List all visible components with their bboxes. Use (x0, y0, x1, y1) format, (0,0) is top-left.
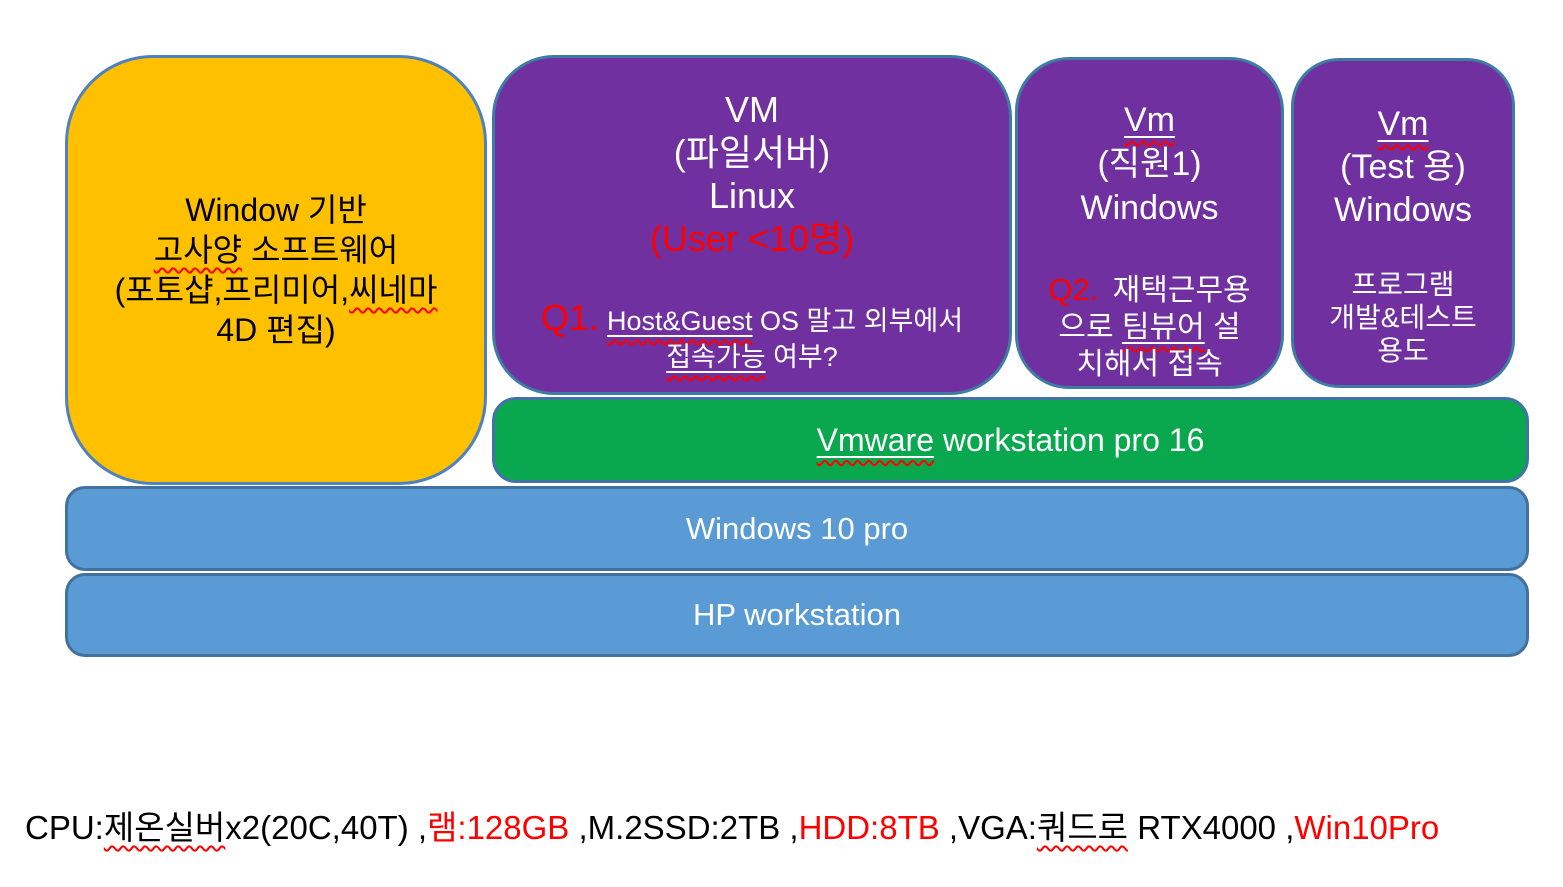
misspelled-word: Vmware (817, 422, 934, 458)
question-text: 여부? (765, 342, 838, 372)
app-text: 소프트웨어 (242, 232, 399, 268)
vm2-question-line-2: 으로 팀뷰어 설 (1018, 309, 1281, 346)
vm3-subtitle: (Test 용) (1294, 146, 1512, 189)
user-count-note: (User <10명) (649, 218, 855, 259)
vm1-question-block: Q1. Host&Guest OS 말고 외부에서 접속가능 여부? (495, 300, 1009, 375)
vm2-title: Vm (1018, 98, 1281, 142)
app-line-4: 4D 편집) (68, 310, 484, 350)
app-requirements-box: Window 기반 고사양 소프트웨어 (포토샵,프리미어,씨네마 4D 편집) (65, 55, 487, 485)
underlined-word: Vmware (816, 421, 934, 458)
spec-text: CPU: (25, 809, 104, 846)
spec-text: x2(20C,40T) , (225, 809, 428, 846)
vmware-workstation-bar: Vmware workstation pro 16 (492, 397, 1529, 483)
misspelled-word: 씨네마 (349, 272, 438, 308)
spec-highlight-ram: 램:128GB (427, 809, 570, 846)
vm1-name: VM (725, 89, 779, 130)
hardware-spec-line: CPU:제온실버x2(20C,40T) ,램:128GB ,M.2SSD:2TB… (25, 803, 1555, 853)
app-line-3: (포토샵,프리미어,씨네마 (68, 270, 484, 310)
question-label: Q1. (540, 297, 599, 338)
app-line-1: Window 기반 (68, 190, 484, 230)
vm-test-box: Vm (Test 용) Windows 프로그램 개발&테스트 용도 (1291, 58, 1515, 388)
vm2-question-block: Q2. 재택근무용 으로 팀뷰어 설 치해서 접속 (1018, 272, 1281, 383)
app-text: 4D 편집) (216, 312, 336, 348)
desc-text: 프로그램 (1351, 269, 1455, 300)
misspelled-word: 팀뷰어 (1122, 311, 1205, 344)
vm1-os: Linux (495, 174, 1009, 217)
underlined-word: 팀뷰어 (1121, 311, 1205, 344)
vm3-title: Vm (1294, 103, 1512, 146)
underlined-word: 접속가능 (666, 342, 766, 372)
vm1-os-name: Linux (708, 175, 796, 216)
vm1-question-line-1: Q1. Host&Guest OS 말고 외부에서 (495, 300, 1009, 339)
vm3-os-name: Windows (1334, 191, 1472, 229)
vm3-desc-line-3: 용도 (1294, 334, 1512, 367)
vm1-subtitle: (파일서버) (495, 131, 1009, 174)
spec-highlight-os: Win10Pro (1294, 809, 1440, 846)
vm2-role: (직원1) (1097, 145, 1202, 183)
vm2-os-name: Windows (1080, 189, 1219, 227)
vm3-name: Vm (1377, 105, 1429, 143)
vm1-title: VM (495, 88, 1009, 131)
misspelled-word: Vm (1378, 105, 1429, 143)
vm-fileserver-box: VM (파일서버) Linux (User <10명) Q1. Host&Gues… (492, 55, 1012, 395)
app-text: (포토샵,프리미어, (114, 272, 350, 308)
app-line-2: 고사양 소프트웨어 (68, 230, 484, 270)
misspelled-word: Host&Guest (607, 306, 753, 336)
vmware-label: Vmware workstation pro 16 (817, 422, 1205, 459)
vm3-desc-line-2: 개발&테스트 (1294, 301, 1512, 334)
misspelled-word: 쿼드로 (1036, 809, 1129, 846)
windows-os-label: Windows 10 pro (685, 510, 909, 546)
vmware-label-rest: workstation pro 16 (934, 421, 1205, 458)
vm1-role: (파일서버) (673, 132, 831, 173)
vm3-description-block: 프로그램 개발&테스트 용도 (1294, 268, 1512, 367)
question-text: OS 말고 외부에서 (752, 306, 964, 336)
misspelled-word: Vm (1124, 101, 1175, 139)
spec-text: ,M.2SSD:2TB , (569, 809, 799, 846)
vm-employee-box: Vm (직원1) Windows Q2. 재택근무용 으로 팀뷰어 설 치해서 … (1015, 57, 1284, 389)
app-text: Window 기반 (185, 192, 367, 228)
question-text: 설 (1204, 311, 1241, 344)
vm3-os: Windows (1294, 189, 1512, 232)
vm2-question-line-1: Q2. 재택근무용 (1018, 272, 1281, 309)
question-text: 으로 (1058, 311, 1122, 344)
spec-text: RTX4000 , (1128, 809, 1295, 846)
question-label: Q2. (1048, 272, 1099, 307)
vm2-question-line-3: 치해서 접속 (1018, 346, 1281, 383)
hp-workstation-label: HP workstation (693, 597, 901, 632)
question-text: 치해서 접속 (1076, 348, 1223, 381)
vm2-subtitle: (직원1) (1018, 142, 1281, 186)
spec-text: ,VGA: (939, 809, 1037, 846)
misspelled-word: 제온실버 (103, 809, 226, 846)
misspelled-word: 접속가능 (666, 342, 765, 372)
question-text: 재택근무용 (1104, 274, 1251, 307)
vm1-question-line-2: 접속가능 여부? (495, 339, 1009, 375)
vm1-user-note: (User <10명) (495, 217, 1009, 260)
spec-highlight-hdd: HDD:8TB (798, 809, 940, 846)
misspelled-word: 고사양 (153, 232, 243, 268)
desc-text: 용도 (1377, 335, 1429, 366)
vm2-os: Windows (1018, 186, 1281, 230)
windows-os-bar: Windows 10 pro (65, 486, 1529, 571)
vm2-name: Vm (1124, 101, 1175, 139)
vm3-role: (Test 용) (1340, 148, 1466, 186)
underlined-word: Host&Guest (606, 306, 753, 336)
hp-workstation-bar: HP workstation (65, 573, 1529, 657)
vm3-desc-line-1: 프로그램 (1294, 268, 1512, 301)
desc-text: 개발&테스트 (1329, 302, 1477, 333)
